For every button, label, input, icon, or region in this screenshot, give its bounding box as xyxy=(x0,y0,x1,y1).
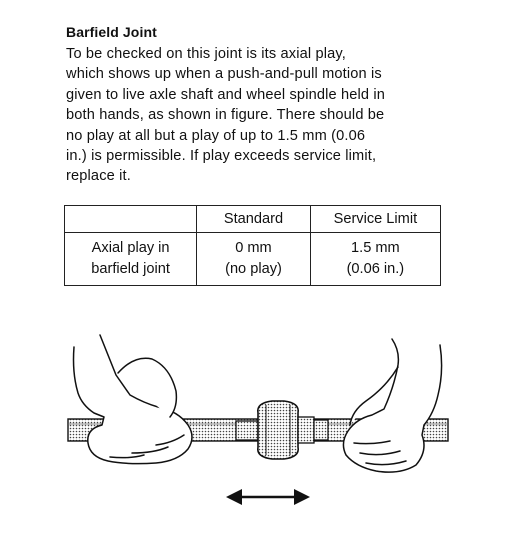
table-header-service-limit: Service Limit xyxy=(309,205,442,233)
paragraph-line: To be checked on this joint is its axial… xyxy=(66,46,346,62)
table-cell-standard: 0 mm (no play) xyxy=(196,232,311,286)
table-header-row: Standard Service Limit xyxy=(63,205,442,233)
cell-line: (0.06 in.) xyxy=(346,261,405,277)
table-header-standard: Standard xyxy=(196,205,311,233)
left-hand xyxy=(72,334,193,465)
barfield-joint-body xyxy=(235,400,329,460)
body-paragraph: To be checked on this joint is its axial… xyxy=(66,44,458,187)
cell-line: (no play) xyxy=(225,261,282,277)
cell-line: 0 mm xyxy=(235,240,272,256)
paragraph-line: both hands, as shown in figure. There sh… xyxy=(66,107,385,124)
cell-line: Axial play in xyxy=(91,240,170,256)
table-header-blank xyxy=(63,205,198,233)
paragraph-line: given to live axle shaft and wheel spind… xyxy=(66,86,386,103)
cell-line: 1.5 mm xyxy=(351,240,400,256)
paragraph-line: in.) is permissible. If play exceeds ser… xyxy=(66,148,377,165)
paragraph-line: which shows up when a push-and-pull moti… xyxy=(66,66,382,83)
section-heading: Barfield Joint xyxy=(66,24,157,40)
push-pull-double-arrow-icon xyxy=(226,489,310,505)
table-cell-service-limit: 1.5 mm (0.06 in.) xyxy=(309,232,442,286)
paragraph-line: no play at all but a play of up to 1.5 m… xyxy=(66,127,366,144)
right-hand xyxy=(342,338,443,473)
table-cell-label: Axial play in barfield joint xyxy=(63,232,198,286)
axial-play-illustration xyxy=(67,334,449,505)
cell-line: barfield joint xyxy=(91,261,170,277)
paragraph-line: replace it. xyxy=(66,168,131,185)
table-row: Axial play in barfield joint 0 mm (no pl… xyxy=(63,232,442,286)
spec-table: Standard Service Limit Axial play in bar… xyxy=(63,205,442,286)
